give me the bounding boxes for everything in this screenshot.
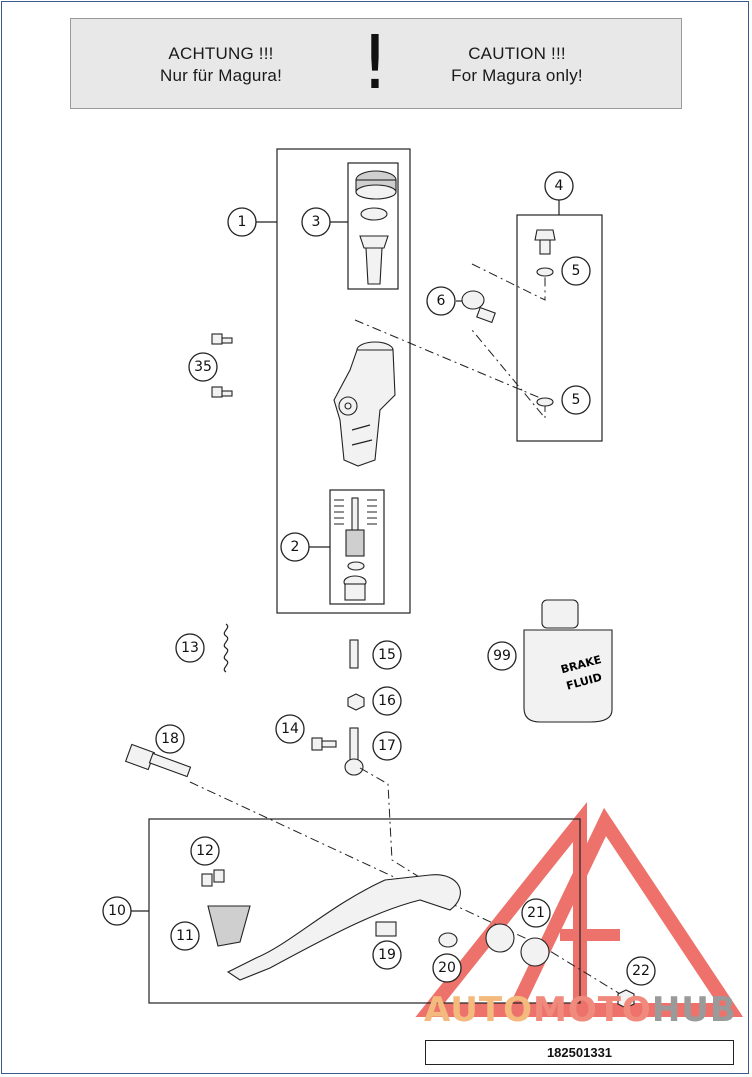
banjo-bolt <box>534 229 556 255</box>
nut-20 <box>438 932 458 948</box>
callout-18: 18 <box>155 724 185 754</box>
callout-19: 19 <box>372 940 402 970</box>
watermark-part-moto: MOTO <box>532 990 652 1030</box>
callout-15: 15 <box>372 640 402 670</box>
warning-german: ACHTUNG !!! Nur für Magura! <box>101 43 341 87</box>
callout-11: 11 <box>170 921 200 951</box>
pads-12 <box>201 869 225 887</box>
assembly-4-frame <box>516 214 603 442</box>
nut-22 <box>617 989 635 1009</box>
svg-text:99: 99 <box>493 648 511 664</box>
callout-22: 22 <box>626 956 656 986</box>
hose-fitting <box>461 290 496 324</box>
bolts-35 <box>211 333 233 398</box>
svg-text:6: 6 <box>437 293 446 309</box>
svg-text:17: 17 <box>378 738 396 754</box>
return-spring <box>223 623 229 673</box>
brake-fluid-bottle: BRAKE FLUID <box>523 599 613 723</box>
reservoir-cap <box>355 170 397 285</box>
hex-nut <box>347 693 365 711</box>
svg-text:1: 1 <box>238 214 247 230</box>
svg-text:35: 35 <box>194 359 212 375</box>
document-number: 182501331 <box>425 1040 734 1065</box>
callout-4: 4 <box>544 171 574 201</box>
bearing-1 <box>485 923 515 953</box>
bearing-2 <box>520 937 550 967</box>
callout-5-lower: 5 <box>561 385 591 415</box>
warning-english-line1: CAUTION !!! <box>468 44 566 63</box>
pin-bolt <box>311 737 337 751</box>
callout-3: 3 <box>301 207 331 237</box>
watermark-text: AUTOMOTOHUB <box>424 990 737 1030</box>
callout-35: 35 <box>188 352 218 382</box>
brake-lever <box>226 874 461 981</box>
callout-2: 2 <box>280 532 310 562</box>
svg-text:22: 22 <box>632 963 650 979</box>
callout-5-upper: 5 <box>561 256 591 286</box>
svg-text:13: 13 <box>181 640 199 656</box>
adjust-screw <box>349 639 359 669</box>
callout-6: 6 <box>426 286 456 316</box>
leader-lines <box>131 200 560 912</box>
svg-text:2: 2 <box>291 539 300 555</box>
dashline-body <box>354 319 546 420</box>
watermark-part-hub: HUB <box>651 990 737 1030</box>
warning-english-line2: For Magura only! <box>451 66 583 85</box>
svg-text:5: 5 <box>572 392 581 408</box>
clevis <box>344 727 364 776</box>
warning-english: CAUTION !!! For Magura only! <box>397 43 637 87</box>
callout-17: 17 <box>372 731 402 761</box>
svg-text:10: 10 <box>108 903 126 919</box>
svg-text:5: 5 <box>572 263 581 279</box>
svg-text:3: 3 <box>312 214 321 230</box>
stop-pin <box>375 921 397 937</box>
watermark-part-auto: AUTO <box>424 990 533 1030</box>
svg-text:4: 4 <box>555 178 564 194</box>
callout-1: 1 <box>227 207 257 237</box>
callout-99: 99 <box>487 641 517 671</box>
svg-text:12: 12 <box>196 843 214 859</box>
caution-banner: ACHTUNG !!! Nur für Magura! ! CAUTION !!… <box>70 18 682 109</box>
washer-upper <box>536 267 554 277</box>
dashline-top <box>471 263 546 301</box>
piston-kit <box>334 497 377 601</box>
svg-text:16: 16 <box>378 693 396 709</box>
callout-12: 12 <box>190 836 220 866</box>
assembly-1-frame <box>276 148 411 614</box>
svg-text:15: 15 <box>378 647 396 663</box>
svg-text:20: 20 <box>438 960 456 976</box>
svg-text:19: 19 <box>378 947 396 963</box>
callout-13: 13 <box>175 633 205 663</box>
callout-10: 10 <box>102 896 132 926</box>
warning-german-line2: Nur für Magura! <box>159 66 283 85</box>
callout-21: 21 <box>521 898 551 928</box>
warning-german-line1: ACHTUNG !!! <box>168 44 274 63</box>
pivot-bolt <box>124 743 192 778</box>
callout-14: 14 <box>275 714 305 744</box>
callout-16: 16 <box>372 686 402 716</box>
assembly-3-frame <box>347 162 399 290</box>
washer-lower <box>536 397 554 407</box>
svg-text:18: 18 <box>161 731 179 747</box>
svg-text:11: 11 <box>176 928 194 944</box>
svg-text:21: 21 <box>527 905 545 921</box>
dashline-clevis <box>359 767 441 891</box>
exclamation-icon: ! <box>360 20 390 106</box>
foot-pad <box>207 905 251 947</box>
callout-20: 20 <box>432 953 462 983</box>
master-cylinder-body <box>333 341 396 467</box>
svg-text:14: 14 <box>281 721 299 737</box>
